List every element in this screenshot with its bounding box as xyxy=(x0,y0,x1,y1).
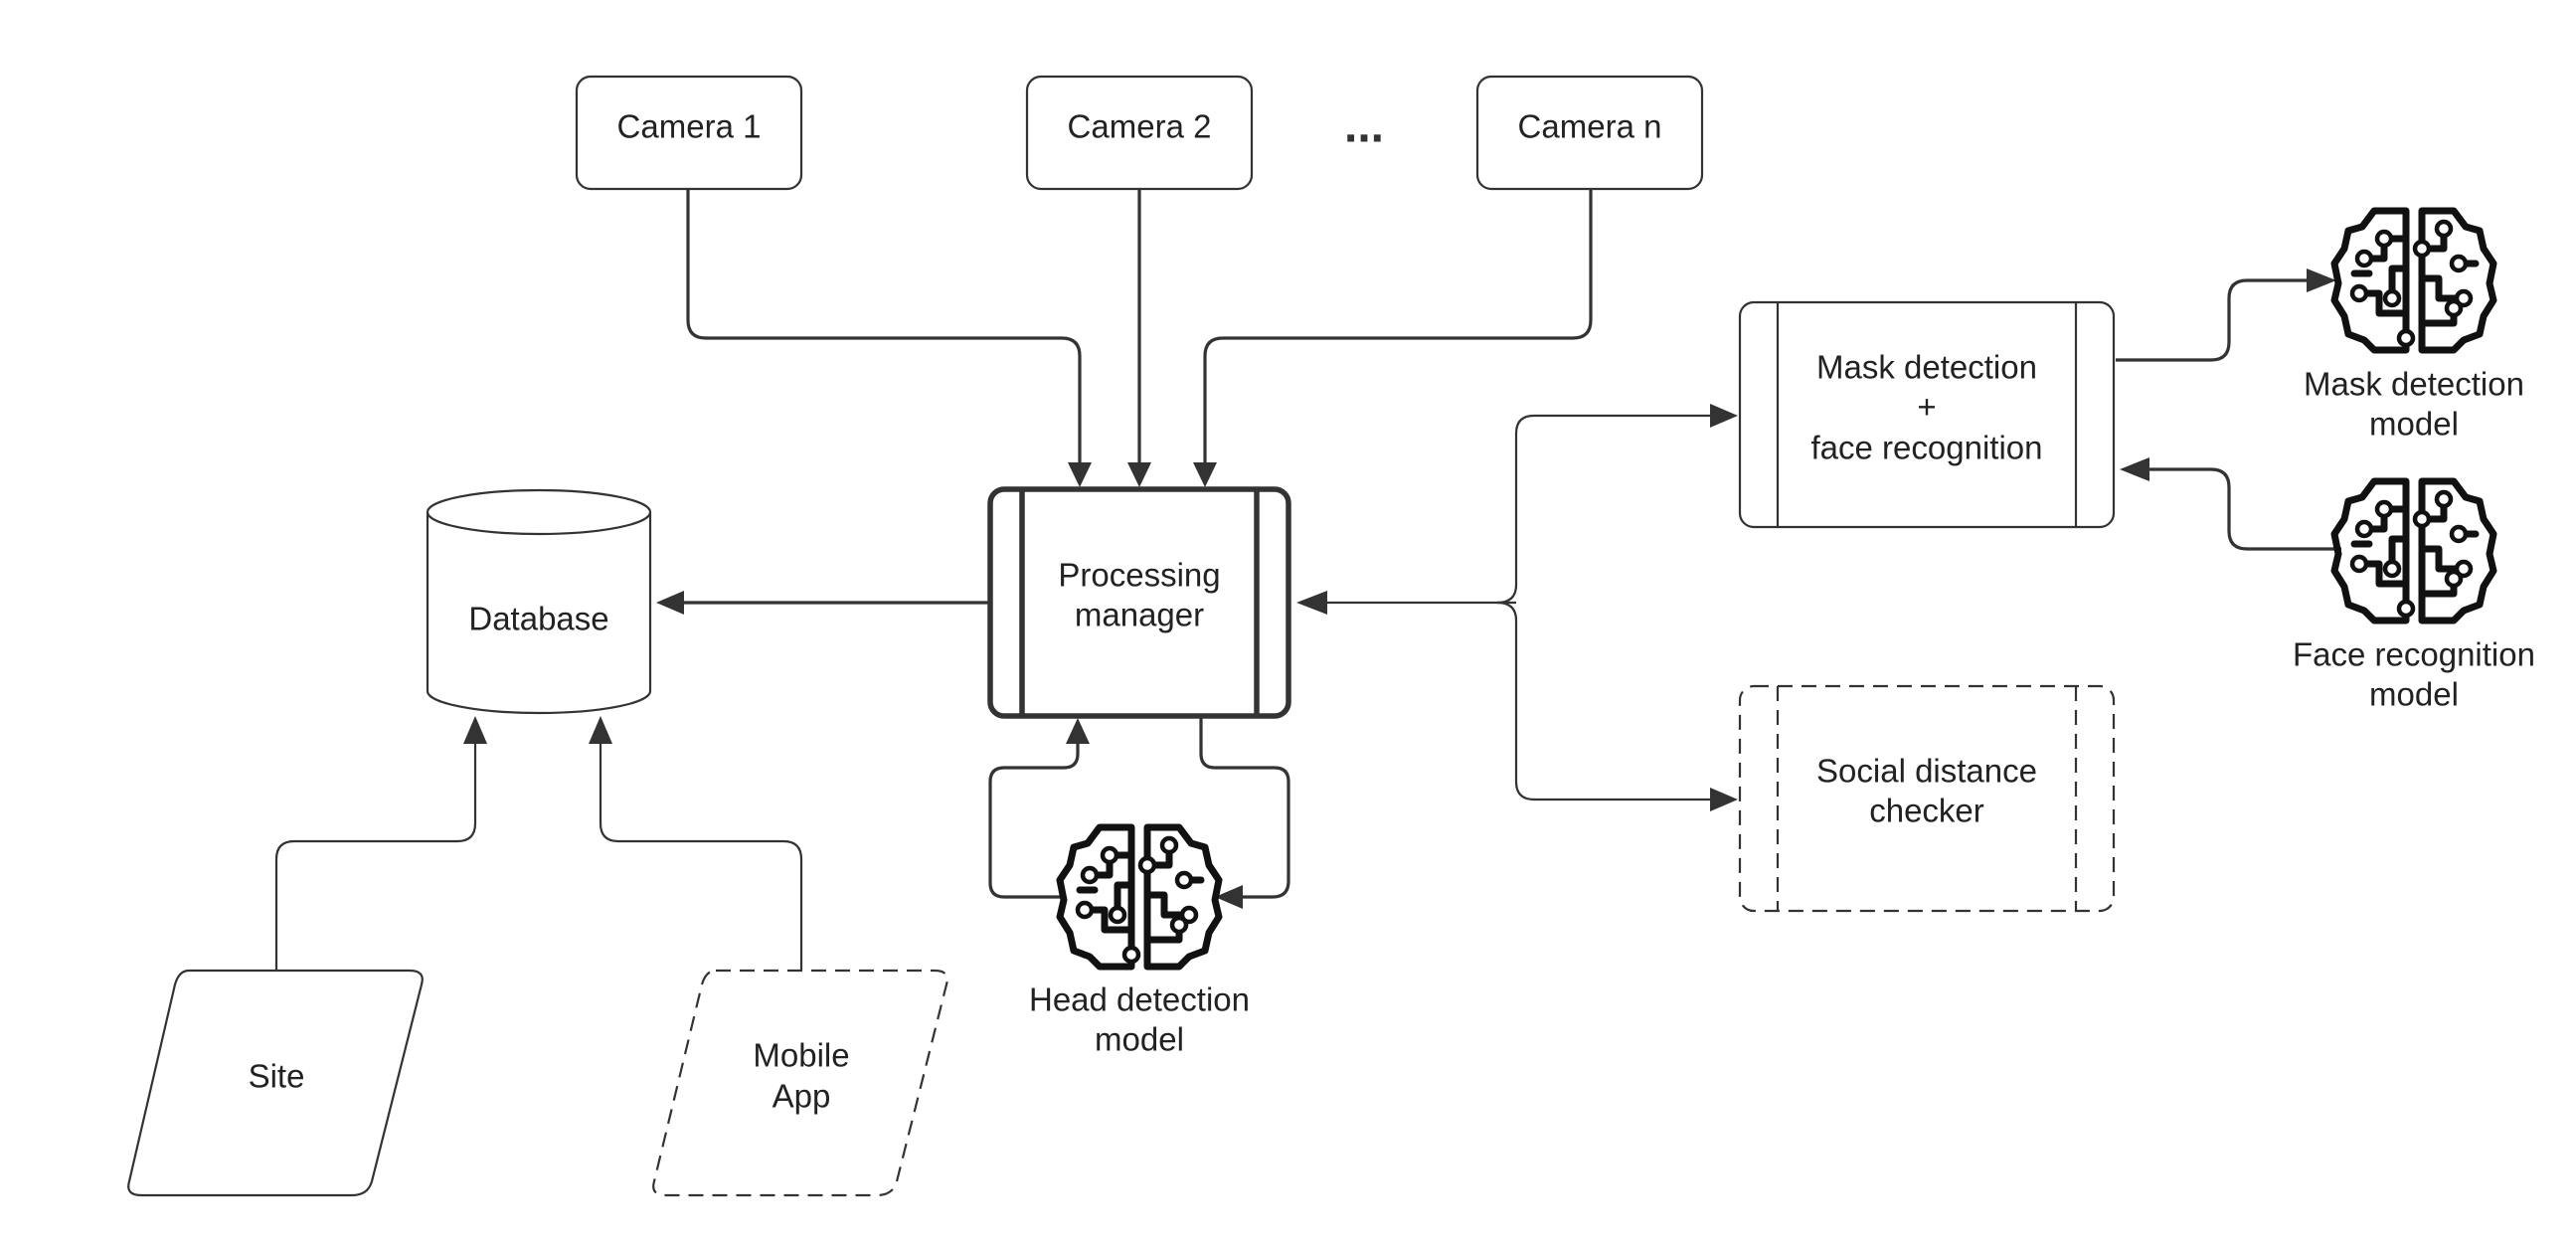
mobile-app-node: Mobile App xyxy=(652,969,948,1197)
mobile-app-label-line2: App xyxy=(773,1078,831,1115)
connector-facemodel-mask xyxy=(2147,467,2341,551)
processing-manager-label-line2: manager xyxy=(1075,597,1204,633)
connector-bus-social xyxy=(1496,601,1715,802)
brain-circuit-icon xyxy=(1060,827,1219,967)
connector-processing-headmodel xyxy=(1199,716,1290,899)
camera-2-node: Camera 2 xyxy=(1025,75,1254,191)
camera-ellipsis: ... xyxy=(1344,100,1384,153)
camera-2-label: Camera 2 xyxy=(1068,108,1212,145)
connector-mask-maskmodel xyxy=(2116,278,2312,362)
face-recognition-model-node: Face recognition model xyxy=(2293,481,2535,713)
mask-face-label-line1: Mask detection xyxy=(1816,349,2037,386)
processing-manager-node: Processing manager xyxy=(987,486,1291,719)
social-distance-node: Social distance checker xyxy=(1738,684,2116,913)
connector-mobile-database xyxy=(599,741,803,973)
camera-1-node: Camera 1 xyxy=(575,75,803,191)
brain-circuit-icon xyxy=(2334,481,2493,621)
mask-face-label-line3: face recognition xyxy=(1811,430,2043,466)
mask-model-label-line1: Mask detection xyxy=(2304,366,2524,403)
mobile-app-label-line1: Mobile xyxy=(753,1037,849,1074)
connector-camera1-processing xyxy=(686,189,1082,467)
site-node: Site xyxy=(127,969,424,1197)
head-detection-model-node: Head detection model xyxy=(1029,827,1250,1058)
camera-n-label: Camera n xyxy=(1518,108,1662,145)
face-model-label-line2: model xyxy=(2369,676,2459,713)
mask-face-label-line2: + xyxy=(1917,389,1936,426)
database-label: Database xyxy=(468,601,608,637)
brain-circuit-icon xyxy=(2334,211,2493,350)
social-distance-label-line1: Social distance xyxy=(1816,753,2037,790)
connector-bus-mask xyxy=(1496,414,1715,605)
site-label: Site xyxy=(249,1058,305,1095)
processing-manager-label-line1: Processing xyxy=(1058,557,1220,594)
mask-face-node: Mask detection + face recognition xyxy=(1738,300,2116,529)
head-detection-label-line1: Head detection xyxy=(1029,981,1250,1018)
connector-cameran-processing xyxy=(1203,189,1593,467)
connector-site-database xyxy=(274,741,477,973)
camera-1-label: Camera 1 xyxy=(617,108,762,145)
social-distance-label-line2: checker xyxy=(1869,793,1984,829)
camera-n-node: Camera n xyxy=(1475,75,1704,191)
head-detection-label-line2: model xyxy=(1095,1021,1184,1058)
face-model-label-line1: Face recognition xyxy=(2293,636,2535,673)
connectors xyxy=(274,189,2341,973)
connector-headmodel-processing xyxy=(988,741,1080,899)
database-node: Database xyxy=(426,488,652,715)
mask-model-label-line2: model xyxy=(2369,406,2459,443)
mask-detection-model-node: Mask detection model xyxy=(2304,211,2524,443)
